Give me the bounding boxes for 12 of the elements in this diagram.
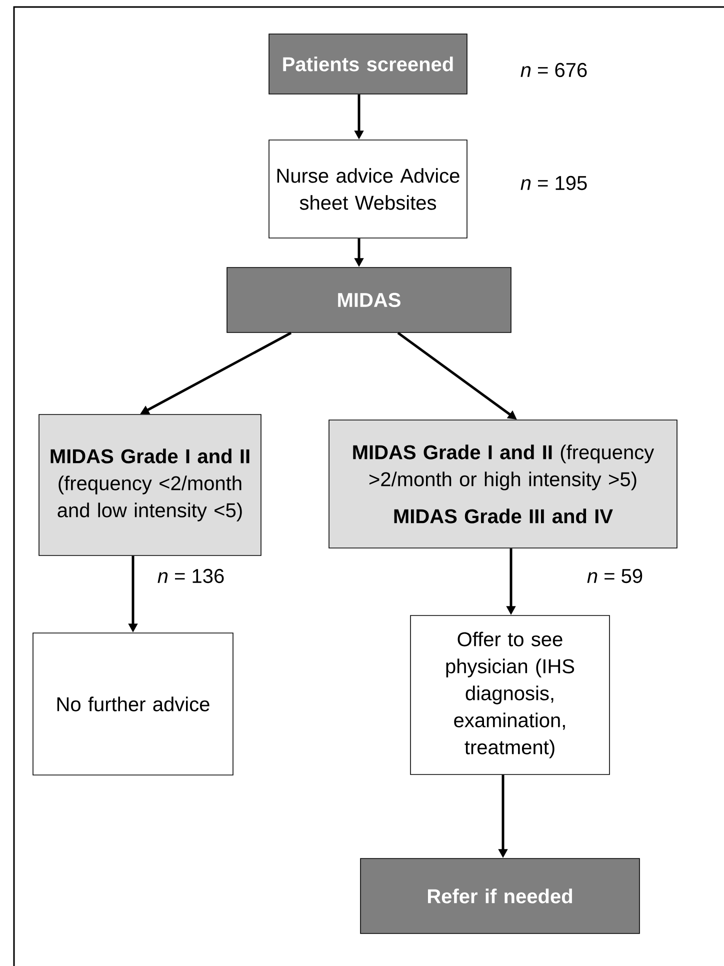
process-box: Nurse advice Advice sheet Websites [268,140,468,238]
process-box: No further advice [32,632,234,776]
edge-label: n = 136 [158,568,224,584]
process-box: Offer to see physician (IHS diagnosis, examination, treatment) [410,615,610,775]
process-box: Refer if needed [360,858,640,934]
process-box: MIDAS [226,267,512,333]
process-box: Patients screened [268,34,468,94]
count-label: n = 195 [520,176,587,190]
edge-label: n = 59 [587,568,642,584]
decision-box: MIDAS Grade I and II (frequency >2/month or high intensity >5) MIDAS Grade III and IV [328,420,678,548]
decision-box: MIDAS Grade I and II (frequency <2/month and low intensity <5) [38,414,262,556]
count-label: n = 676 [520,62,587,78]
